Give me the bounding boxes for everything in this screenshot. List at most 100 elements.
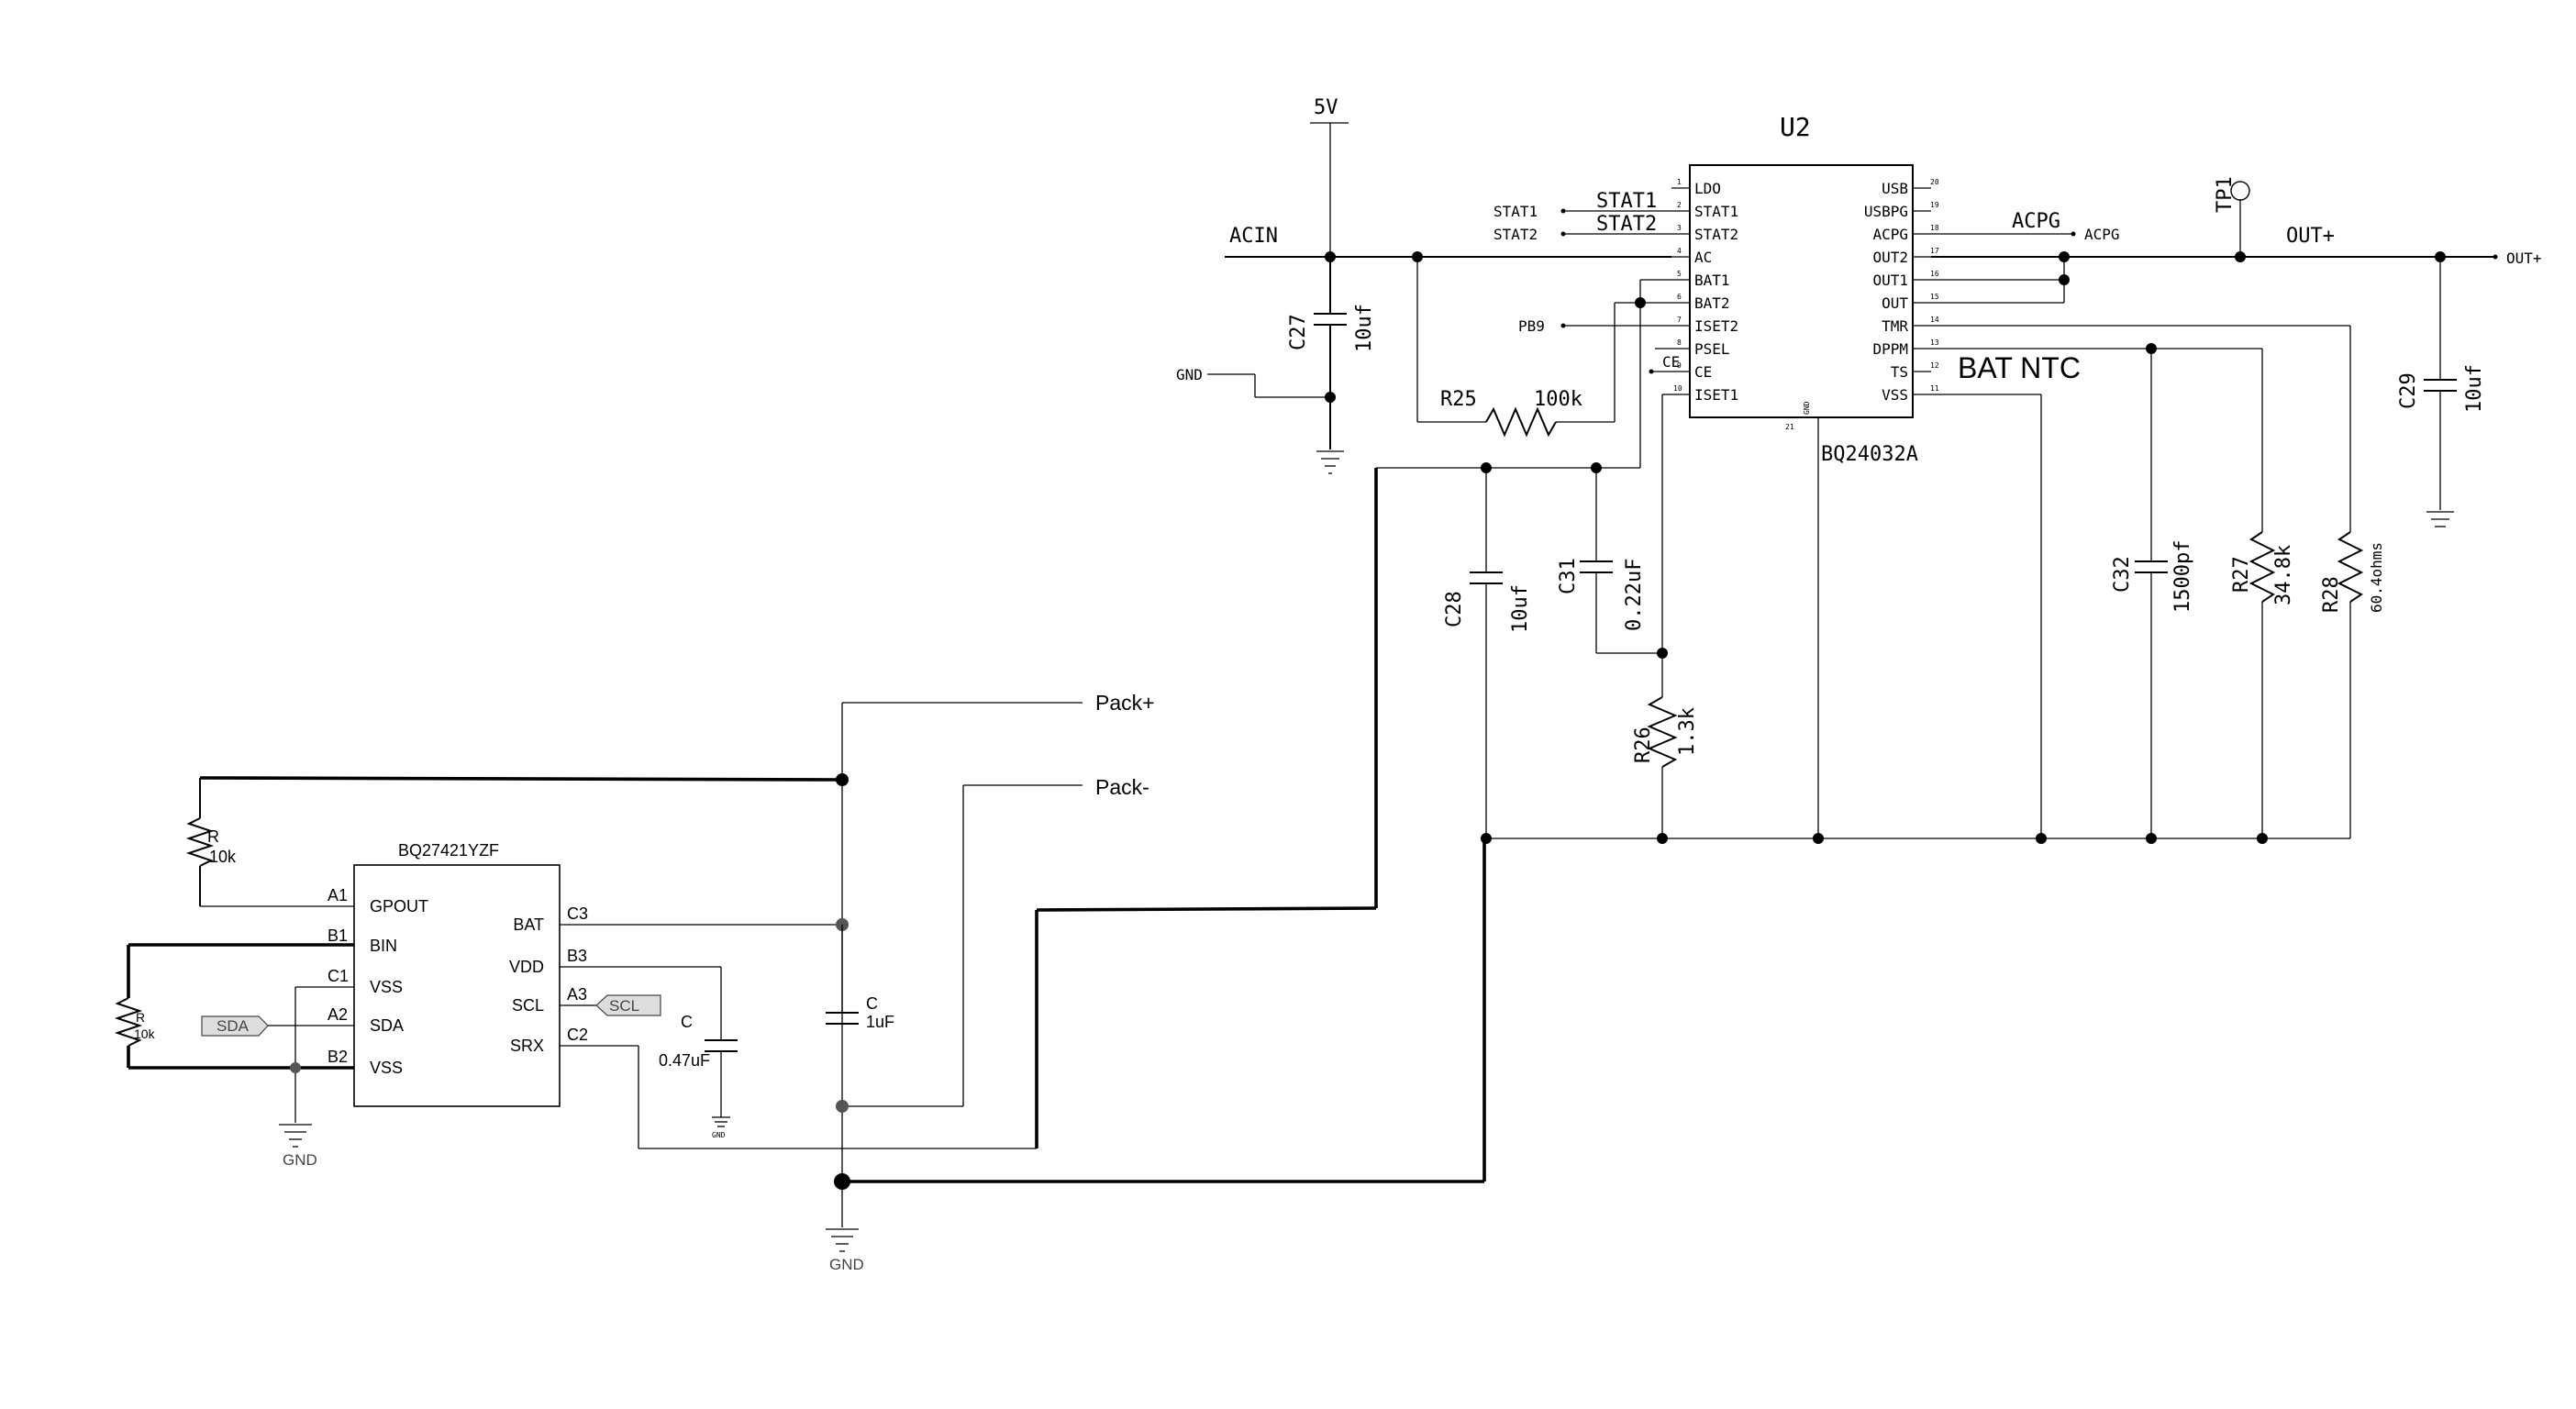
port-scl-label: SCL: [609, 997, 639, 1015]
u2-pin-ce: CE: [1694, 363, 1712, 381]
u2-pinno-3: 3: [1677, 224, 1682, 232]
c-batt-ref: C: [866, 994, 878, 1013]
r-left-ref: R: [136, 1010, 145, 1025]
gauge-pinno-b3: B3: [567, 947, 587, 965]
port-pb9-label: PB9: [1518, 317, 1545, 335]
gauge-pin-bin: BIN: [370, 937, 397, 955]
pack-plus-label: Pack+: [1095, 691, 1155, 715]
gnd-main-label: GND: [829, 1256, 864, 1273]
c31-ref: C31: [1557, 558, 1580, 594]
battery-section: Pack+ Pack- R 10k C 1uF GND: [114, 468, 1486, 1273]
gauge-pinno-c2: C2: [567, 1026, 588, 1044]
gnd-left-label: GND: [283, 1151, 317, 1169]
gauge-pin-vss-c1: VSS: [370, 978, 403, 996]
port-out-plus-label: OUT+: [2506, 250, 2542, 267]
u2-pinno-17: 17: [1930, 247, 1939, 255]
output-section: ACPG ACPG OUT+ OUT+ TP1 C29 10uf: [1931, 176, 2542, 838]
u2-pin-ts: TS: [1891, 363, 1908, 381]
u2-pin-ldo: LDO: [1694, 180, 1721, 197]
gauge-pinno-a1: A1: [328, 886, 348, 904]
r27-value: 34.8k: [2272, 545, 2295, 605]
u2-pin-psel: PSEL: [1694, 340, 1730, 358]
u2-pin-bat1: BAT1: [1694, 272, 1730, 289]
u2-pinno-6: 6: [1677, 293, 1682, 301]
u2-pin-out1: OUT1: [1872, 272, 1908, 289]
u2-pinno-8: 8: [1677, 338, 1682, 347]
u2-pin-ac: AC: [1694, 249, 1712, 266]
u2-pinno-10: 10: [1673, 384, 1682, 393]
u2-pinno-4: 4: [1677, 247, 1682, 255]
r-left-value: 10k: [134, 1026, 156, 1041]
u2-ground-net: [1481, 394, 2350, 844]
net-acin-label: ACIN: [1229, 225, 1278, 248]
net-5v-label: 5V: [1314, 96, 1338, 119]
net-acpg-label: ACPG: [2012, 210, 2060, 233]
gauge-pin-gpout: GPOUT: [370, 897, 428, 915]
r-top-value: 10k: [209, 848, 237, 866]
net-ce-label: CE: [1662, 353, 1680, 371]
c-vdd-ref: C: [681, 1013, 693, 1031]
bat-ntc-label: BAT NTC: [1958, 351, 2081, 384]
u2-pin-stat2: STAT2: [1694, 226, 1738, 243]
u2-pinno-7: 7: [1677, 316, 1682, 324]
r25-ref: R25: [1440, 388, 1477, 411]
u2-pin-out: OUT: [1882, 294, 1908, 312]
input-section: 5V ACIN C27 10uf GND R25 100k: [1176, 96, 1671, 474]
u2-pinno-2: 2: [1677, 201, 1682, 209]
c29-value: 10uf: [2463, 364, 2486, 413]
gnd-small-label: GND: [712, 1131, 726, 1139]
control-nets: STAT1 STAT1 STAT2 STAT2 PB9 CE: [1376, 190, 1680, 653]
gauge-pin-scl: SCL: [512, 996, 544, 1015]
u2-pin-bat2: BAT2: [1694, 294, 1730, 312]
pack-minus-label: Pack-: [1095, 775, 1149, 799]
u2-pin-iset1: ISET1: [1694, 386, 1738, 404]
u2-pinno-12: 12: [1930, 361, 1939, 370]
gauge-pinno-b2: B2: [328, 1048, 348, 1066]
u2-pin-dppm: DPPM: [1872, 340, 1908, 358]
u2-pin-gnd: GND: [1803, 401, 1811, 415]
net-gnd-in-label: GND: [1176, 366, 1203, 383]
u2-ref: U2: [1780, 112, 1811, 142]
c28-value: 10uf: [1509, 584, 1532, 633]
gauge-pinno-a2: A2: [328, 1005, 348, 1024]
u2-pinno-1: 1: [1677, 178, 1682, 186]
u2-pin-vss: VSS: [1882, 386, 1908, 404]
r26-ref: R26: [1632, 727, 1655, 763]
u2-pin-usb: USB: [1882, 180, 1908, 197]
gauge-chip: BQ27421YZF GPOUT BIN VSS SDA VSS A1 B1 C…: [328, 841, 588, 1107]
net-stat1-label: STAT1: [1596, 190, 1657, 213]
u2-pinno-11: 11: [1930, 384, 1939, 393]
u2-pinno-18: 18: [1930, 224, 1939, 232]
u2-pinno-21: 21: [1785, 423, 1794, 431]
c27-value: 10uf: [1353, 304, 1376, 352]
u2-pinno-9: 9: [1677, 361, 1682, 370]
r-top-ref: R: [207, 827, 219, 846]
r27-ref: R27: [2230, 556, 2253, 593]
gauge-pin-vdd: VDD: [509, 958, 544, 976]
port-acpg-label: ACPG: [2084, 226, 2120, 243]
gauge-pin-vss-b2: VSS: [370, 1059, 403, 1077]
gauge-pinno-b1: B1: [328, 926, 348, 945]
gauge-pin-srx: SRX: [510, 1037, 544, 1055]
net-out-plus-label: OUT+: [2286, 225, 2335, 248]
c29-ref: C29: [2397, 372, 2420, 409]
u2-pin-acpg: ACPG: [1872, 226, 1908, 243]
net-stat2-label: STAT2: [1596, 213, 1657, 236]
c31-value: 0.22uF: [1623, 559, 1646, 631]
gauge-pinno-c1: C1: [328, 967, 349, 985]
c27-ref: C27: [1287, 314, 1310, 350]
tp1-label: TP1: [2214, 176, 2237, 213]
c28-ref: C28: [1443, 591, 1466, 627]
u2-pin-usbpg: USBPG: [1864, 203, 1908, 220]
u2-pinno-16: 16: [1930, 270, 1939, 278]
charger-caps: C28 10uf C31 0.22uF R26 1.3k: [1443, 462, 1699, 838]
gauge-pinno-c3: C3: [567, 904, 588, 923]
port-stat1-label: STAT1: [1493, 203, 1538, 220]
u2-pin-out2: OUT2: [1872, 249, 1908, 266]
u2-pinno-5: 5: [1677, 270, 1682, 278]
u2-pinno-13: 13: [1930, 338, 1939, 347]
port-stat2-label: STAT2: [1493, 226, 1538, 243]
u2-pinno-15: 15: [1930, 293, 1939, 301]
r26-value: 1.3k: [1676, 707, 1699, 756]
c-batt-value: 1uF: [866, 1013, 894, 1031]
